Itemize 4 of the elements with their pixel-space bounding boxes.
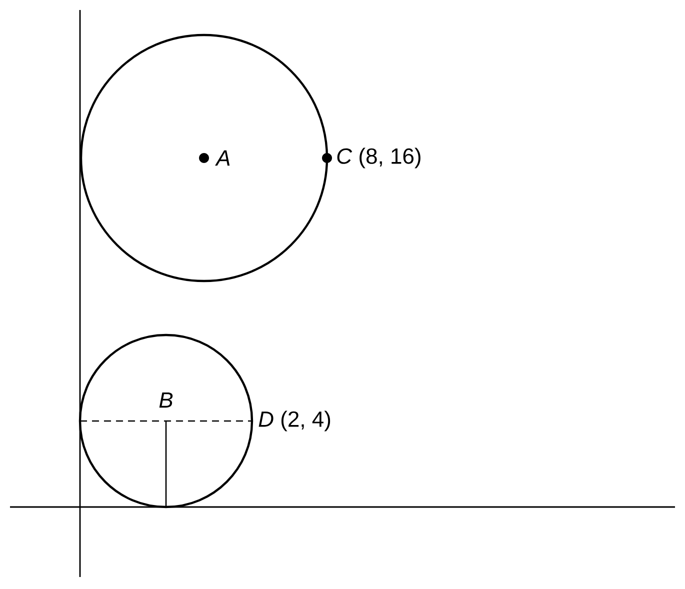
point-label: C (8, 16) xyxy=(337,148,420,168)
point-label: A xyxy=(215,150,230,166)
point-label: D (2, 4) xyxy=(258,410,330,432)
point-label: B xyxy=(159,392,173,408)
